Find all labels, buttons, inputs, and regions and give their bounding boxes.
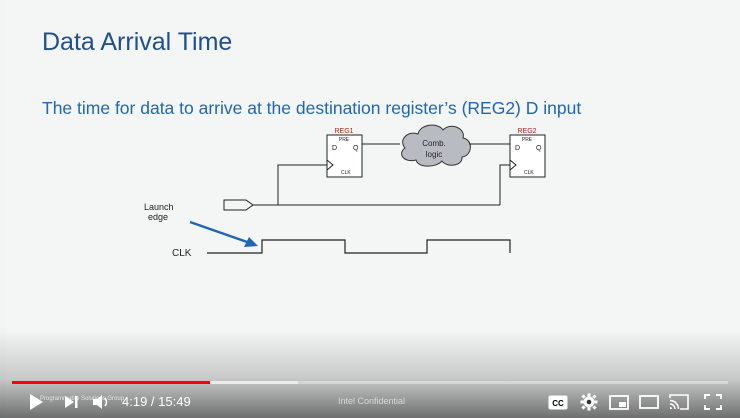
theater-mode-button[interactable] [638, 390, 660, 414]
play-icon [30, 394, 43, 410]
reg2-clock-triangle [509, 159, 517, 171]
overlay-video-title: Programmable Solutions Group [40, 396, 125, 402]
reg1-d: D [332, 145, 337, 152]
cast-button[interactable] [668, 390, 690, 414]
next-icon [65, 396, 78, 408]
cast-icon [669, 394, 689, 410]
launch-edge-arrow [189, 220, 258, 247]
clock-input-port [223, 199, 254, 211]
register-reg1: REG1 PRE D Q CLK [326, 128, 363, 178]
play-button[interactable] [26, 390, 46, 414]
comb-logic-cloud: Comb. logic [401, 124, 471, 167]
launch-edge-label-line2: edge [148, 212, 168, 222]
slide-subtitle: The time for data to arrive at the desti… [42, 98, 582, 118]
clk-waveform-label: CLK [172, 248, 192, 259]
comb-logic-line1: Comb. [422, 139, 446, 148]
comb-logic-line2: logic [426, 150, 442, 159]
register-reg2: REG2 PRE D Q CLK [509, 128, 546, 178]
launch-edge-label-line1: Launch [144, 202, 174, 212]
captions-button[interactable]: CC [548, 390, 568, 414]
settings-gear-icon [580, 393, 598, 411]
reg2-clk: CLK [524, 170, 534, 176]
volume-button[interactable] [92, 390, 112, 414]
reg2-q: Q [536, 145, 542, 152]
reg1-clk: CLK [341, 170, 351, 176]
time-display: 4:19 / 15:49 [122, 394, 191, 409]
miniplayer-icon [609, 394, 629, 410]
reg2-name: REG2 [517, 128, 536, 135]
fullscreen-icon [704, 394, 722, 410]
reg1-q: Q [353, 145, 359, 152]
volume-icon [93, 395, 108, 409]
player-controls: Programmable Solutions Group 4:19 / 15:4… [0, 386, 740, 418]
chapter-label: Intel Confidential [338, 396, 406, 406]
miniplayer-button[interactable] [608, 390, 630, 414]
next-button[interactable] [62, 390, 80, 414]
timing-diagram: REG1 PRE D Q CLK REG2 PRE D Q CLK Comb. … [144, 124, 546, 259]
reg1-name: REG1 [334, 128, 353, 135]
slide-title: Data Arrival Time [42, 28, 233, 56]
captions-text: CC [552, 399, 564, 408]
progress-played [12, 381, 211, 384]
progress-bar[interactable] [12, 381, 728, 384]
reg1-pre: PRE [339, 137, 350, 143]
settings-button[interactable] [578, 390, 600, 414]
captions-icon: CC [548, 395, 568, 409]
clock-net [223, 164, 510, 211]
reg1-clock-triangle [326, 159, 334, 171]
fullscreen-button[interactable] [702, 390, 724, 414]
reg2-pre: PRE [522, 137, 533, 143]
theater-mode-icon [639, 395, 659, 409]
reg2-d: D [515, 145, 520, 152]
clk-waveform [207, 239, 511, 254]
